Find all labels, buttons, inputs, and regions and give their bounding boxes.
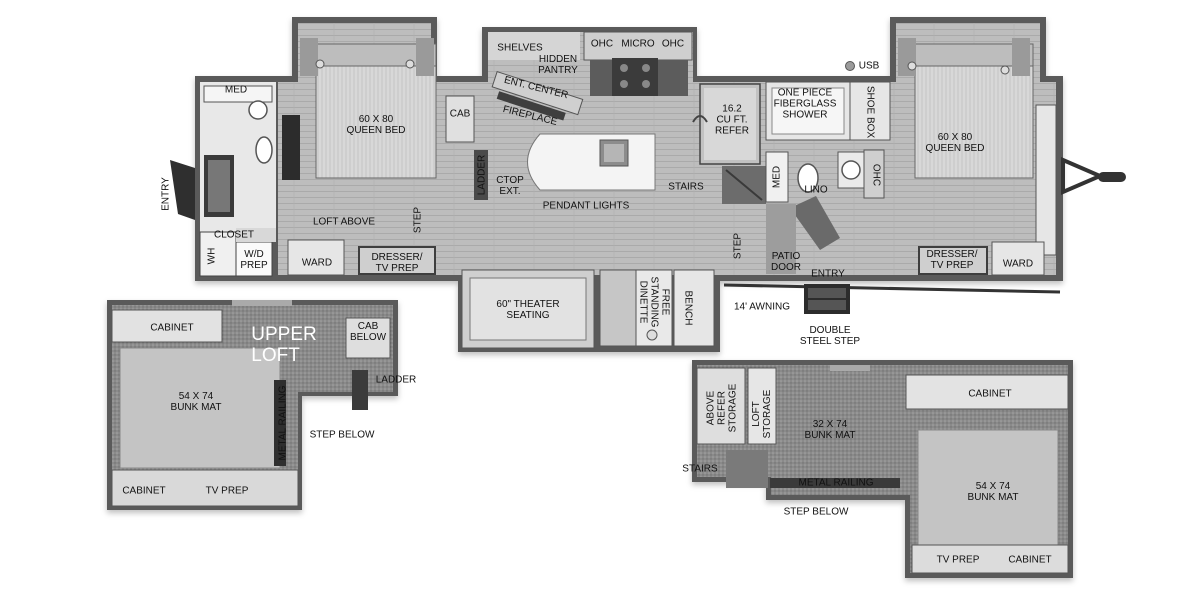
label-dresser-right: DRESSER/ TV PREP: [926, 249, 978, 271]
label-lino: LINO: [804, 184, 828, 196]
label-ohc-2: OHC: [661, 38, 685, 50]
label-wh: WH: [206, 247, 218, 265]
label-med-left: MED: [224, 84, 248, 96]
label-shelves: SHELVES: [497, 42, 543, 54]
label-shower: ONE PIECE FIBERGLASS SHOWER: [773, 87, 837, 121]
label-pendant-lights: PENDANT LIGHTS: [542, 200, 630, 212]
label-cab-below: CAB BELOW: [349, 321, 387, 343]
label-step-below-ul: STEP BELOW: [309, 429, 375, 441]
label-refer: 16.2 CU FT. REFER: [715, 103, 749, 137]
label-ladder-main: LADDER: [476, 154, 488, 196]
label-med-right: MED: [771, 165, 783, 189]
label-cabinet-ul-top: CABINET: [150, 322, 194, 334]
label-hidden-pantry: HIDDEN PANTRY: [538, 54, 578, 76]
label-above-refer: ABOVE REFER STORAGE: [705, 383, 739, 433]
label-bunk-ul: 54 X 74 BUNK MAT: [170, 391, 222, 413]
label-double-step: DOUBLE STEEL STEP: [799, 325, 861, 347]
label-micro: MICRO: [621, 38, 655, 50]
label-stairs-main: STAIRS: [668, 181, 704, 193]
label-dinette: FREE STANDING DINETTE: [637, 276, 671, 328]
label-loft-storage: LOFT STORAGE: [751, 389, 773, 439]
label-stairs-lr: STAIRS: [682, 463, 718, 475]
label-usb: USB: [858, 60, 880, 72]
label-upper-loft: UPPER LOFT: [251, 324, 317, 366]
label-ward-left: WARD: [301, 257, 333, 269]
label-tv-prep-lr: TV PREP: [936, 554, 980, 566]
label-dresser-left: DRESSER/ TV PREP: [371, 252, 423, 274]
label-loft-above: LOFT ABOVE: [312, 216, 376, 228]
label-cabinet-lr-bottom: CABINET: [1008, 554, 1052, 566]
label-step-below-lr: STEP BELOW: [783, 506, 849, 518]
label-step-left: STEP: [412, 206, 424, 234]
label-entry-left: ENTRY: [160, 177, 172, 211]
label-ward-right: WARD: [1002, 258, 1034, 270]
label-theater-seating: 60" THEATER SEATING: [496, 299, 560, 321]
label-tv-prep-ul: TV PREP: [205, 485, 249, 497]
label-wd-prep: W/D PREP: [240, 249, 268, 271]
label-closet: CLOSET: [213, 229, 255, 241]
label-awning: 14' AWNING: [734, 301, 790, 313]
label-ctop-ext: CTOP EXT.: [496, 175, 524, 197]
label-step-mid: STEP: [732, 232, 744, 260]
label-metal-railing-ul: METAL RAILING: [277, 385, 289, 461]
label-ohc-1: OHC: [590, 38, 614, 50]
label-bench: BENCH: [682, 290, 694, 326]
label-cabinet-lr-top: CABINET: [968, 388, 1012, 400]
label-entry-right: ENTRY: [811, 268, 845, 280]
label-cabinet-ul-bottom: CABINET: [122, 485, 166, 497]
label-bunk-lr: 54 X 74 BUNK MAT: [967, 481, 1019, 503]
label-bunk-32: 32 X 74 BUNK MAT: [804, 419, 856, 441]
label-queen-bed-right: 60 X 80 QUEEN BED: [925, 132, 985, 154]
label-cab: CAB: [449, 108, 471, 120]
label-ohc-right: OHC: [870, 163, 882, 187]
label-ladder-ul: LADDER: [375, 374, 417, 386]
label-patio-door: PATIO DOOR: [771, 251, 801, 273]
label-shoe-box: SHOE BOX: [864, 85, 876, 139]
label-queen-bed-left: 60 X 80 QUEEN BED: [346, 114, 406, 136]
label-metal-railing-lr: METAL RAILING: [798, 477, 874, 489]
